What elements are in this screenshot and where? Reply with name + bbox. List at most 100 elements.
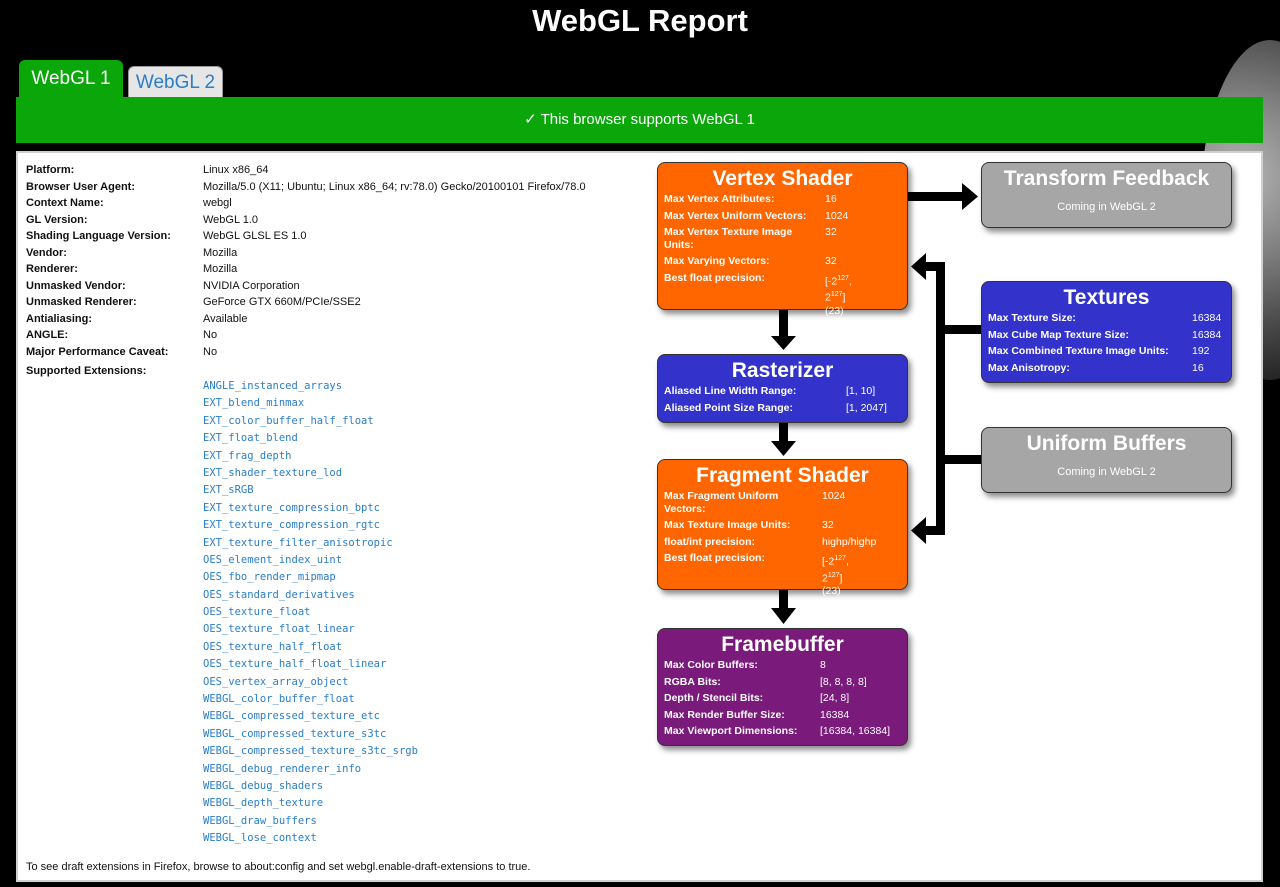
arrow-fragment-to-framebuffer bbox=[779, 590, 788, 612]
info-value: WebGL 1.0 bbox=[203, 213, 259, 226]
fragment-row: Max Fragment Uniform Vectors: 1024 bbox=[658, 490, 845, 519]
extension-link[interactable]: EXT_texture_filter_anisotropic bbox=[203, 536, 393, 549]
extension-link[interactable]: OES_element_index_uint bbox=[203, 553, 343, 566]
vertex-row-label: Max Vertex Attributes: bbox=[664, 193, 775, 205]
textures-row: Max Cube Map Texture Size: 16384 bbox=[982, 329, 1231, 346]
info-key: Browser User Agent: bbox=[26, 180, 136, 193]
textures-row-label: Max Texture Size: bbox=[988, 312, 1076, 324]
textures-row: Max Combined Texture Image Units: 192 bbox=[982, 345, 1231, 362]
rasterizer-row-label: Aliased Line Width Range: bbox=[664, 385, 797, 397]
extension-link[interactable]: OES_texture_float bbox=[203, 606, 311, 619]
framebuffer-row-value: [8, 8, 8, 8] bbox=[820, 675, 867, 688]
fragment-shader-box: Fragment Shader Max Fragment Uniform Vec… bbox=[657, 459, 908, 597]
rasterizer-row-value: [1, 10] bbox=[846, 385, 876, 397]
info-key: Renderer: bbox=[26, 263, 78, 275]
arrow-vertex-to-rasterizer bbox=[779, 310, 788, 340]
extension-link[interactable]: OES_texture_half_float_linear bbox=[203, 658, 387, 671]
extension-link[interactable]: WEBGL_compressed_texture_s3tc bbox=[203, 727, 387, 740]
support-banner: ✓ This browser supports WebGL 1 bbox=[16, 97, 1263, 143]
textures-row-label: Max Cube Map Texture Size: bbox=[988, 328, 1130, 341]
vertex-row-label: Max Vertex Texture Image Units: bbox=[664, 226, 793, 251]
arrow-bus-bottom bbox=[924, 526, 945, 535]
info-value: Mozilla bbox=[203, 263, 238, 275]
extension-link[interactable]: EXT_texture_compression_bptc bbox=[203, 501, 381, 514]
fragment-row: float/int precision: highp/highp bbox=[658, 536, 876, 553]
extension-link[interactable]: WEBGL_draw_buffers bbox=[203, 814, 317, 827]
info-value: No bbox=[203, 329, 218, 341]
extension-link[interactable]: EXT_float_blend bbox=[203, 432, 298, 445]
tab-webgl-1[interactable]: WebGL 1 bbox=[19, 60, 123, 97]
arrow-texture-bus bbox=[936, 262, 945, 535]
tab-webgl-2[interactable]: WebGL 2 bbox=[128, 66, 223, 97]
textures-row: Max Texture Size: 16384 bbox=[982, 312, 1231, 329]
rasterizer-row-value: [1, 2047] bbox=[846, 401, 887, 414]
arrow-bus-top bbox=[924, 262, 945, 271]
vertex-row-value: 1024 bbox=[825, 209, 849, 222]
transform-feedback-note: Coming in WebGL 2 bbox=[1057, 201, 1156, 213]
extension-link[interactable]: OES_texture_float_linear bbox=[203, 623, 355, 636]
extension-link[interactable]: OES_vertex_array_object bbox=[203, 675, 349, 688]
extension-link[interactable]: OES_fbo_render_mipmap bbox=[203, 571, 336, 584]
arrow-head bbox=[771, 441, 796, 456]
info-row: Vendor:Mozilla bbox=[26, 245, 646, 262]
info-value: GeForce GTX 660M/PCIe/SSE2 bbox=[203, 296, 361, 308]
vertex-row: Max Varying Vectors: 32 bbox=[658, 255, 837, 272]
fragment-row-label: Max Fragment Uniform Vectors: bbox=[664, 490, 779, 515]
transform-feedback-box: Transform Feedback Coming in WebGL 2 bbox=[981, 162, 1232, 228]
framebuffer-row-label: Max Color Buffers: bbox=[664, 659, 758, 671]
extension-link[interactable]: WEBGL_debug_renderer_info bbox=[203, 762, 362, 775]
extension-link[interactable]: WEBGL_lose_context bbox=[203, 832, 317, 845]
fragment-row-value: 1024 bbox=[822, 490, 846, 502]
info-value: No bbox=[203, 345, 218, 358]
extension-link[interactable]: WEBGL_depth_texture bbox=[203, 797, 324, 810]
arrow-vertex-to-transform-feedback bbox=[908, 192, 964, 201]
framebuffer-row-value: 8 bbox=[820, 659, 826, 671]
extension-link[interactable]: EXT_sRGB bbox=[203, 484, 254, 497]
info-value: WebGL GLSL ES 1.0 bbox=[203, 230, 307, 242]
rasterizer-row-label: Aliased Point Size Range: bbox=[664, 401, 793, 414]
extension-link[interactable]: EXT_blend_minmax bbox=[203, 397, 305, 410]
extension-link[interactable]: WEBGL_compressed_texture_etc bbox=[203, 710, 381, 723]
extension-link[interactable]: WEBGL_compressed_texture_s3tc_srgb bbox=[203, 745, 418, 758]
extension-link[interactable]: ANGLE_instanced_arrays bbox=[203, 380, 343, 392]
extension-link[interactable]: EXT_texture_compression_rgtc bbox=[203, 519, 381, 532]
extension-link[interactable]: EXT_shader_texture_lod bbox=[203, 466, 343, 479]
extension-link[interactable]: OES_texture_half_float bbox=[203, 640, 343, 653]
framebuffer-row: Max Viewport Dimensions: [16384, 16384] bbox=[658, 725, 907, 742]
arrow-head bbox=[771, 608, 796, 624]
info-row: Platform:Linux x86_64 bbox=[26, 162, 646, 179]
info-row: ANGLE:No bbox=[26, 327, 646, 344]
info-key: Vendor: bbox=[26, 246, 67, 259]
extension-link[interactable]: EXT_color_buffer_half_float bbox=[203, 414, 374, 427]
rasterizer-row: Aliased Point Size Range: [1, 2047] bbox=[658, 402, 907, 419]
arrow-uniform-buffers-to-bus bbox=[936, 455, 982, 464]
vertex-row-label: Max Vertex Uniform Vectors: bbox=[664, 209, 807, 222]
uniform-buffers-box: Uniform Buffers Coming in WebGL 2 bbox=[981, 427, 1232, 493]
extension-link[interactable]: EXT_frag_depth bbox=[203, 449, 292, 462]
textures-row-label: Max Combined Texture Image Units: bbox=[988, 345, 1169, 357]
extension-link[interactable]: WEBGL_debug_shaders bbox=[203, 779, 324, 792]
info-row: Unmasked Renderer:GeForce GTX 660M/PCIe/… bbox=[26, 294, 646, 311]
vertex-row-label: Max Varying Vectors: bbox=[664, 255, 770, 267]
textures-row-value: 192 bbox=[1192, 345, 1210, 357]
fragment-shader-title: Fragment Shader bbox=[696, 464, 869, 487]
info-value: Linux x86_64 bbox=[203, 164, 269, 176]
report-panel: Platform:Linux x86_64 Browser User Agent… bbox=[16, 151, 1263, 882]
info-key: GL Version: bbox=[26, 213, 88, 226]
arrow-head bbox=[911, 253, 926, 280]
vertex-shader-title: Vertex Shader bbox=[712, 167, 853, 190]
info-row: Unmasked Vendor:NVIDIA Corporation bbox=[26, 278, 646, 295]
arrow-head bbox=[911, 517, 926, 544]
fragment-row: Max Texture Image Units: 32 bbox=[658, 519, 834, 536]
rasterizer-box: Rasterizer Aliased Line Width Range: [1,… bbox=[657, 354, 908, 423]
info-value: NVIDIA Corporation bbox=[203, 279, 300, 292]
fragment-row-value: 32 bbox=[822, 519, 834, 531]
extension-link[interactable]: OES_standard_derivatives bbox=[203, 588, 355, 601]
arrow-head bbox=[771, 336, 796, 350]
framebuffer-row-label: RGBA Bits: bbox=[664, 675, 721, 688]
framebuffer-row-value: [24, 8] bbox=[820, 692, 850, 704]
info-row: Shading Language Version:WebGL GLSL ES 1… bbox=[26, 228, 646, 245]
extension-link[interactable]: WEBGL_color_buffer_float bbox=[203, 693, 355, 706]
info-value: Mozilla/5.0 (X11; Ubuntu; Linux x86_64; … bbox=[203, 180, 586, 193]
vertex-precision-value: [-2127, 2127](23) bbox=[825, 274, 852, 317]
